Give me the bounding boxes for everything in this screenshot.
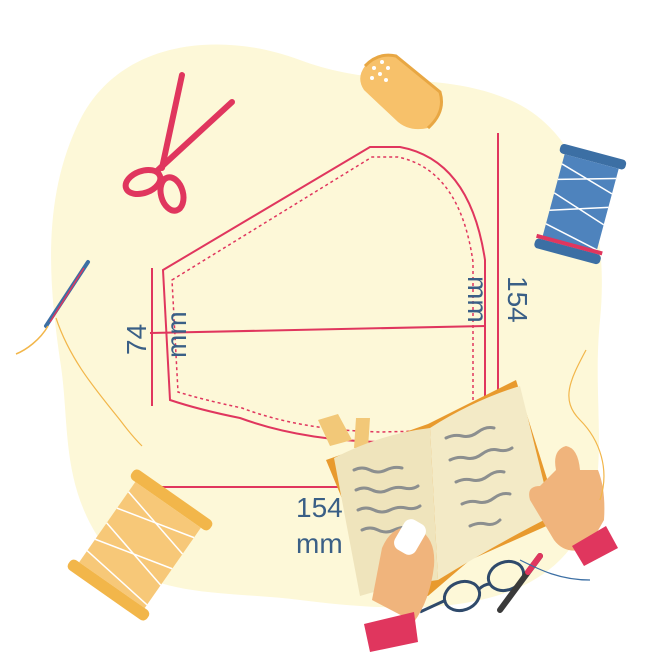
bottom-value-label: 154 [296, 492, 343, 523]
loose-thread [568, 349, 605, 501]
open-book-icon [318, 380, 560, 596]
loose-thread-blue [519, 559, 591, 581]
right-unit-label: mm [462, 276, 493, 323]
blue-thread-spool-icon [534, 143, 627, 265]
reading-glasses-icon [419, 559, 526, 614]
pattern-seam [171, 156, 474, 433]
thimble-icon [360, 53, 443, 130]
yellow-thread-spool-icon [67, 469, 213, 621]
left-hand [364, 519, 435, 652]
height-value-label: 74 [121, 324, 152, 355]
bottom-unit-label: mm [296, 528, 343, 559]
right-hand [529, 446, 618, 566]
pen-icon [497, 553, 543, 613]
right-value-label: 154 [502, 276, 533, 323]
scissors-icon [122, 72, 235, 214]
pattern-outline [161, 146, 486, 444]
chalk-icon [394, 519, 426, 555]
height-unit-label: mm [161, 311, 192, 358]
needle-icon [15, 260, 143, 447]
